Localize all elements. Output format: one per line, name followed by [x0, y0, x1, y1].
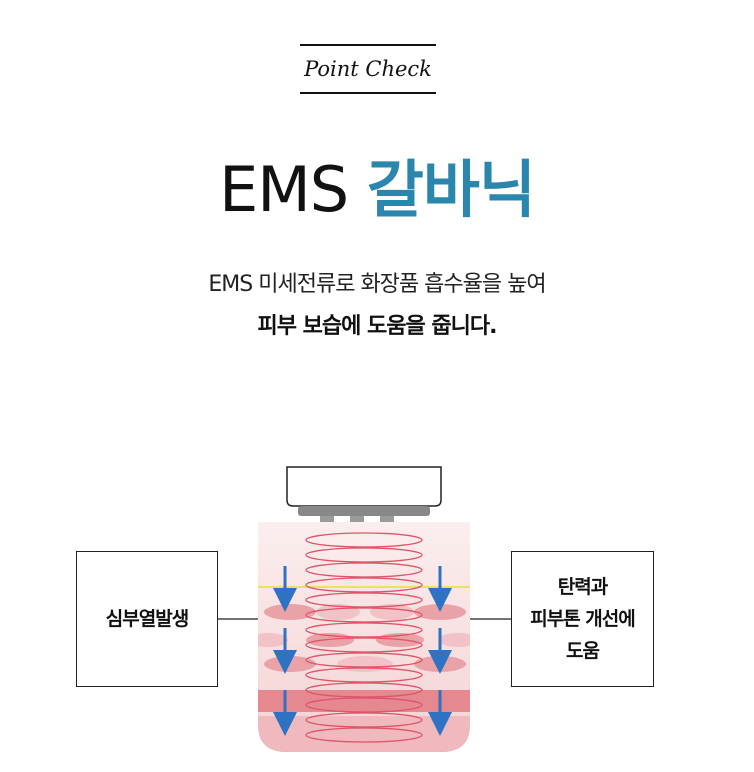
point-check-badge: Point Check	[300, 44, 436, 94]
elasticity-label-line-1: 탄력과	[557, 576, 608, 598]
deep-heat-label-box: 심부열발생	[76, 551, 218, 687]
title-galvanic: 갈바닉	[366, 153, 536, 226]
ems-current-coils	[305, 532, 423, 743]
current-arrows	[273, 566, 452, 736]
elasticity-label-box: 탄력과 피부톤 개선에 도움	[511, 551, 654, 687]
title-ems: EMS	[219, 153, 349, 226]
deep-heat-label: 심부열발생	[105, 608, 189, 630]
page-title: EMS 갈바닉	[0, 150, 754, 230]
subtitle-line-2: 피부 보습에 도움을 줍니다.	[257, 314, 498, 339]
subtitle-line-1: EMS 미세전류로 화장품 흡수율을 높여	[208, 272, 546, 297]
elasticity-label-line-3: 도움	[566, 640, 600, 662]
skin-layers	[258, 522, 470, 752]
elasticity-label-line-2: 피부톤 개선에	[530, 608, 635, 630]
ems-device-icon	[286, 466, 442, 522]
